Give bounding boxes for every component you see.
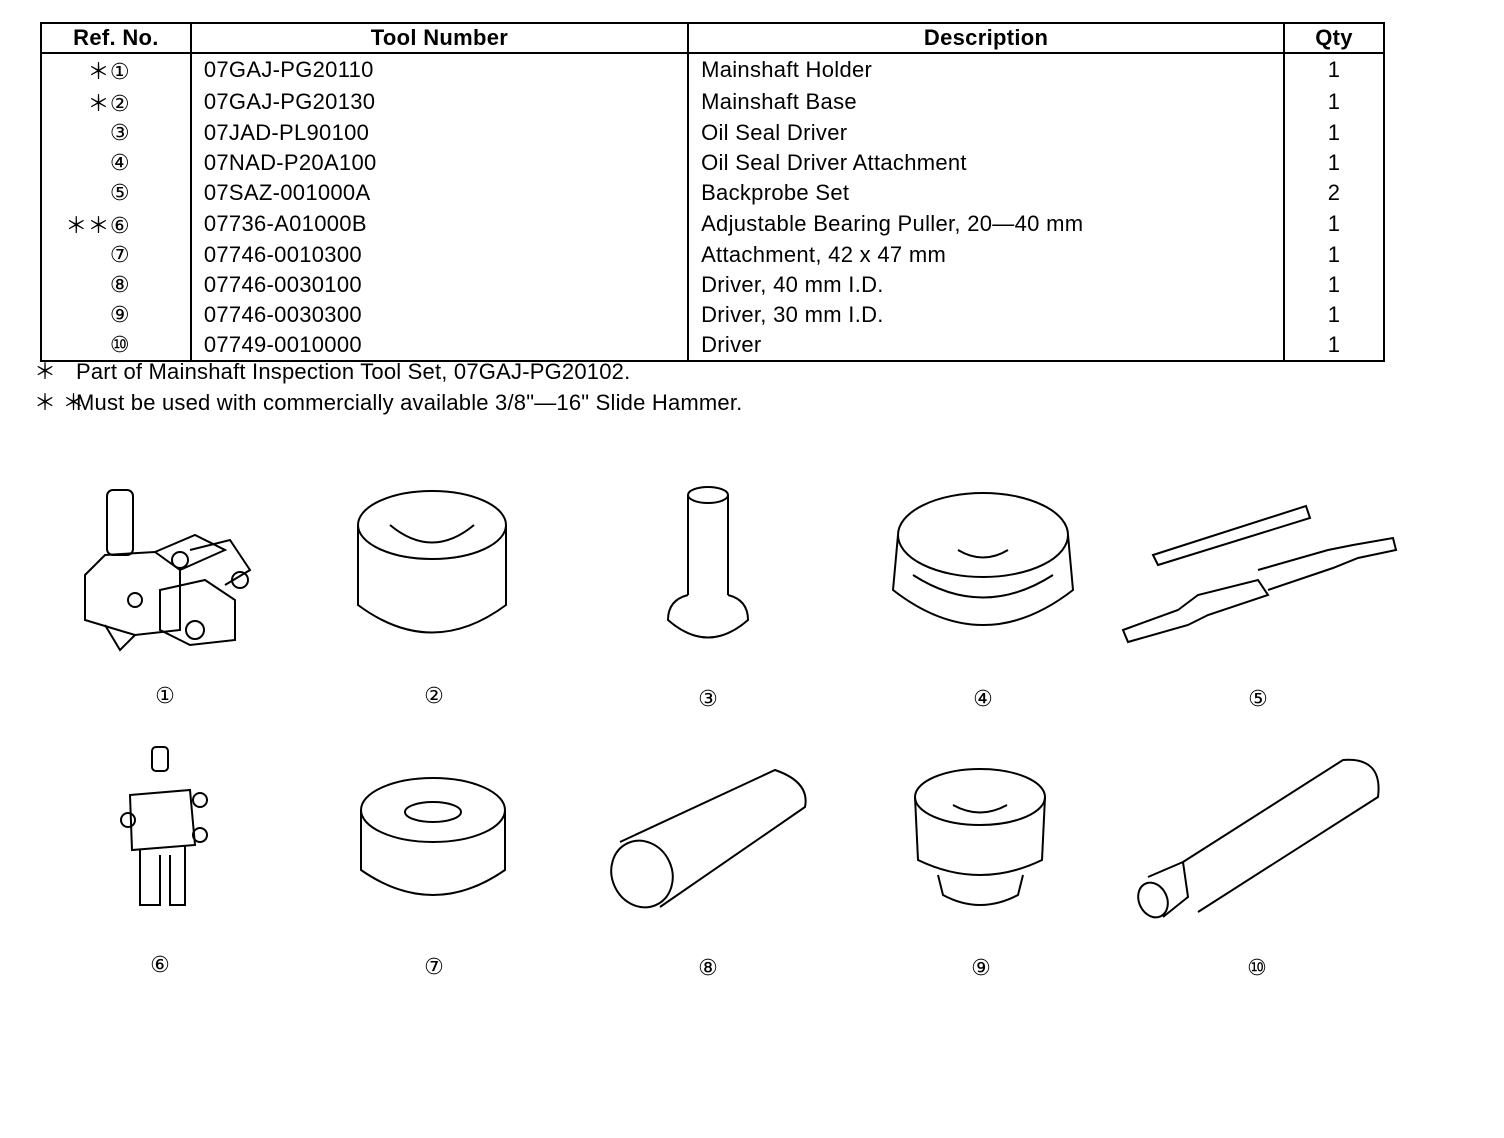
qty-cell: 1 — [1283, 208, 1385, 240]
qty-cell: 1 — [1283, 148, 1385, 178]
header-tool-number: Tool Number — [189, 22, 690, 54]
ref-no-cell: ④ — [40, 148, 192, 178]
qty-cell: 1 — [1283, 330, 1385, 362]
ref-no-cell: ⑩ — [40, 330, 192, 362]
mainshaft-base-icon — [352, 485, 512, 660]
tool-number-cell: 07736-A01000B — [189, 208, 690, 240]
tool-number-cell: 07746-0010300 — [189, 240, 690, 270]
oil-seal-driver-attachment-icon — [888, 485, 1078, 660]
ref-no-cell: ⑧ — [40, 270, 192, 300]
ref-no-cell: ⑨ — [40, 300, 192, 330]
description-cell: Oil Seal Driver — [687, 118, 1286, 148]
note-single-asterisk: ＊ Part of Mainshaft Inspection Tool Set, … — [34, 354, 630, 386]
description-cell: Adjustable Bearing Puller, 20—40 mm — [687, 208, 1286, 240]
qty-cell: 1 — [1283, 118, 1385, 148]
note-mark: ＊ ＊ — [34, 390, 85, 415]
tool-number-cell: 07SAZ-001000A — [189, 178, 690, 208]
tool-number-cell: 07NAD-P20A100 — [189, 148, 690, 178]
note-text: Part of Mainshaft Inspection Tool Set, 0… — [76, 359, 631, 384]
figure-label: ④ — [973, 686, 993, 711]
attachment-icon — [355, 770, 515, 915]
note-double-asterisk: ＊ ＊Must be used with commercially availa… — [34, 385, 743, 417]
qty-cell: 2 — [1283, 178, 1385, 208]
tool-number-cell: 07JAD-PL90100 — [189, 118, 690, 148]
figure-label: ⑦ — [424, 954, 444, 979]
mainshaft-holder-icon — [75, 480, 255, 665]
ref-no-cell: ＊② — [40, 86, 192, 118]
header-description: Description — [687, 22, 1286, 54]
figure-label: ① — [155, 683, 175, 708]
tool-number-cell: 07746-0030300 — [189, 300, 690, 330]
tool-number-cell: 07746-0030100 — [189, 270, 690, 300]
ref-no-cell: ⑦ — [40, 240, 192, 270]
tool-number-cell: 07GAJ-PG20130 — [189, 86, 690, 118]
header-ref-no: Ref. No. — [40, 22, 192, 54]
figure-label: ⑤ — [1248, 686, 1268, 711]
backprobe-set-icon — [1118, 500, 1398, 650]
table-header-row: Ref. No. Tool Number Description Qty — [40, 22, 1385, 54]
qty-cell: 1 — [1283, 53, 1385, 86]
tool-number-cell: 07GAJ-PG20110 — [189, 53, 690, 86]
ref-no-cell: ⑤ — [40, 178, 192, 208]
oil-seal-driver-icon — [663, 485, 753, 660]
figure-label: ⑨ — [971, 955, 991, 980]
ref-no-cell: ＊① — [40, 53, 192, 86]
description-cell: Oil Seal Driver Attachment — [687, 148, 1286, 178]
figure-label: ③ — [698, 686, 718, 711]
figure-label: ⑩ — [1247, 955, 1267, 980]
figure-label: ⑧ — [698, 955, 718, 980]
header-qty: Qty — [1283, 22, 1385, 54]
qty-cell: 1 — [1283, 86, 1385, 118]
qty-cell: 1 — [1283, 300, 1385, 330]
description-cell: Driver — [687, 330, 1286, 362]
figure-label: ② — [424, 683, 444, 708]
ref-no-cell: ＊＊⑥ — [40, 208, 192, 240]
driver-icon — [1128, 752, 1388, 932]
driver-30mm-icon — [908, 765, 1058, 920]
ref-no-cell: ③ — [40, 118, 192, 148]
description-cell: Attachment, 42 x 47 mm — [687, 240, 1286, 270]
figure-label: ⑥ — [150, 952, 170, 977]
bearing-puller-icon — [120, 745, 220, 920]
tool-number-cell: 07749-0010000 — [189, 330, 690, 362]
description-cell: Mainshaft Holder — [687, 53, 1286, 86]
description-cell: Driver, 40 mm I.D. — [687, 270, 1286, 300]
qty-cell: 1 — [1283, 270, 1385, 300]
driver-40mm-icon — [600, 762, 815, 917]
qty-cell: 1 — [1283, 240, 1385, 270]
description-cell: Driver, 30 mm I.D. — [687, 300, 1286, 330]
description-cell: Backprobe Set — [687, 178, 1286, 208]
note-mark: ＊ — [34, 359, 57, 384]
description-cell: Mainshaft Base — [687, 86, 1286, 118]
note-text: Must be used with commercially available… — [76, 390, 743, 415]
